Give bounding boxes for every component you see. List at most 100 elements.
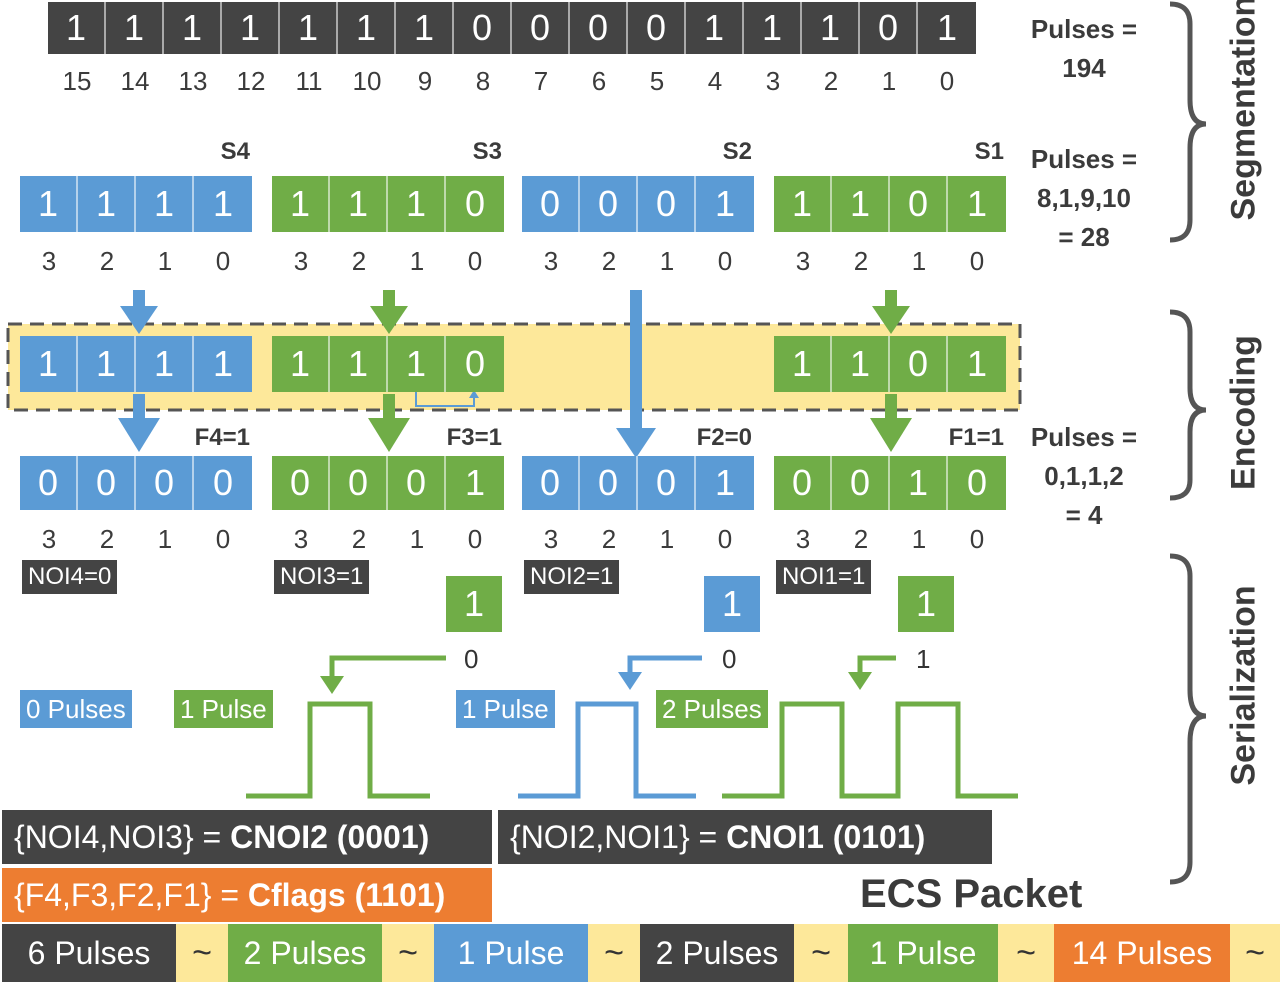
packet-separator: ~: [794, 924, 848, 982]
segment-bit-cell: 1: [388, 176, 446, 232]
encoding-input-bit: 1: [774, 336, 832, 392]
arrow-enc4-down: [118, 394, 160, 452]
segment-bit-index: 0: [717, 246, 733, 276]
packet-segment: 2 Pulses: [640, 924, 794, 982]
encoded-bit-index: 2: [853, 524, 869, 554]
segment-bit-cell: 1: [832, 176, 890, 232]
segment-label-s1: S1: [974, 138, 1004, 165]
segment-bit-cell: 1: [136, 176, 194, 232]
pulse-tag-3: 2 Pulses: [656, 690, 768, 728]
segment-bit-cell: 1: [696, 176, 754, 232]
top-bit-cell: 1: [164, 2, 222, 54]
encoded-bit-cell: 0: [272, 456, 330, 510]
top-bit-cell: 0: [454, 2, 512, 54]
segment-bit-cell: 0: [580, 176, 638, 232]
encoded-bit-index: 2: [601, 524, 617, 554]
noi-label: NOI1=1: [776, 560, 872, 594]
top-bit-cell: 0: [628, 2, 686, 54]
packet-separator: ~: [382, 924, 434, 982]
segment-bit-cell: 1: [774, 176, 832, 232]
encoded-bit-cell: 0: [948, 456, 1006, 510]
cnoi2-prefix: {NOI4,NOI3} =: [14, 818, 231, 855]
waveform-1-pulse-blue: [518, 701, 696, 799]
pulses-enc: Pulses = 0,1,1,2 = 4: [1022, 418, 1146, 535]
encoded-bit-cell: 0: [20, 456, 78, 510]
cnoi1-bar: {NOI2,NOI1} = CNOI1 (0101): [498, 810, 992, 864]
encoded-bit-cell: 0: [388, 456, 446, 510]
cflags-value: Cflags (1101): [247, 876, 446, 913]
top-bit-cell: 1: [686, 2, 744, 54]
segmentation-brace: [1169, 1, 1207, 243]
encoded-bit-index: 1: [409, 524, 425, 554]
encoded-bit-cell: 0: [580, 456, 638, 510]
flag-label: F3=1: [446, 424, 502, 451]
encoding-input-bit: 1: [948, 336, 1006, 392]
encoding-input-bit: 1: [330, 336, 388, 392]
flag-label: F4=1: [194, 424, 250, 451]
encoded-bit-index: 2: [351, 524, 367, 554]
encoding-input-bit: 1: [388, 336, 446, 392]
segment-bit-cell: 0: [890, 176, 948, 232]
arrow-s1-down: [872, 290, 910, 334]
top-bit-cell: 1: [106, 2, 164, 54]
top-bit-cell: 1: [222, 2, 280, 54]
pulse-tag-2: 1 Pulse: [456, 690, 555, 728]
pulses-top-line2: 194: [1062, 53, 1106, 83]
segment-label-s4: S4: [220, 138, 250, 165]
flag-label: F1=1: [948, 424, 1004, 451]
serial-bit-label: 0: [464, 644, 479, 674]
top-bit-index: 15: [62, 66, 92, 96]
encoded-bit-cell: 1: [446, 456, 504, 510]
encoded-bit-index: 3: [41, 524, 57, 554]
encoding-input-bit: 1: [20, 336, 78, 392]
encoding-input-bit: 0: [890, 336, 948, 392]
packet-segment: 6 Pulses: [2, 924, 176, 982]
segment-bit-index: 3: [293, 246, 309, 276]
top-bit-index: 6: [591, 66, 607, 96]
top-bit-index: 12: [236, 66, 266, 96]
bit-mark-arrow: [415, 392, 475, 407]
top-bit-index: 0: [939, 66, 955, 96]
packet-segment: 2 Pulses: [228, 924, 382, 982]
encoding-dashed-box: [6, 322, 1022, 412]
arrow-enc1-down: [870, 394, 912, 452]
segment-bit-index: 3: [795, 246, 811, 276]
segment-bit-cell: 0: [638, 176, 696, 232]
encoded-bit-index: 1: [659, 524, 675, 554]
arrow-s2-long: [616, 290, 656, 458]
encoded-bit-index: 1: [157, 524, 173, 554]
packet-segment: 1 Pulse: [434, 924, 588, 982]
encoded-bit-cell: 0: [330, 456, 388, 510]
pulses-mid-line2: 8,1,9,10: [1037, 183, 1131, 213]
encoding-input-bit: 1: [832, 336, 890, 392]
pulse-tag-0: 0 Pulses: [20, 690, 132, 728]
pulses-enc-line3: = 4: [1065, 500, 1103, 530]
encoded-bit-cell: 0: [194, 456, 252, 510]
cnoi2-value: CNOI2 (0001): [230, 818, 430, 855]
top-bit-cell: 0: [512, 2, 570, 54]
serial-bit: 1: [898, 576, 954, 632]
top-bit-index: 13: [178, 66, 208, 96]
encoded-bit-cell: 0: [78, 456, 136, 510]
segment-bit-index: 0: [467, 246, 483, 276]
segment-bit-index: 0: [215, 246, 231, 276]
packet-segment: 1 Pulse: [848, 924, 998, 982]
segment-bit-cell: 1: [78, 176, 136, 232]
arrow-enc3-down: [368, 394, 410, 452]
serialization-brace: [1169, 553, 1207, 885]
top-bit-cell: 1: [744, 2, 802, 54]
packet-separator: ~: [998, 924, 1054, 982]
top-bit-cell: 1: [280, 2, 338, 54]
noi-label: NOI3=1: [274, 560, 370, 594]
segment-bit-index: 1: [911, 246, 927, 276]
encoding-input-bit: 0: [446, 336, 504, 392]
segment-bit-cell: 1: [194, 176, 252, 232]
serial-bit: 1: [446, 576, 502, 632]
encoding-label: Encoding: [1224, 335, 1263, 490]
pulses-top-line1: Pulses =: [1030, 14, 1138, 44]
encoded-bit-index: 2: [99, 524, 115, 554]
encoded-bit-cell: 0: [638, 456, 696, 510]
segment-bit-cell: 0: [446, 176, 504, 232]
segment-bit-index: 3: [543, 246, 559, 276]
flag-label: F2=0: [696, 424, 752, 451]
